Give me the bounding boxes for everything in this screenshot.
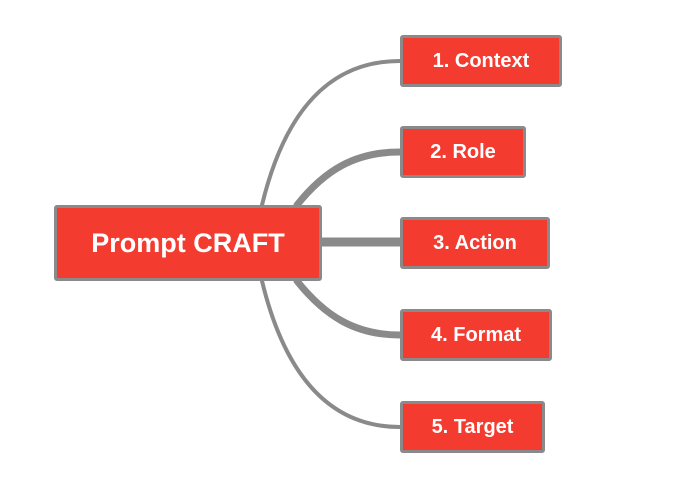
root-node-prompt-craft: Prompt CRAFT — [54, 205, 322, 281]
connector-target — [260, 279, 402, 429]
child-node-action: 3. Action — [400, 217, 550, 269]
child-node-label: 4. Format — [430, 323, 522, 346]
child-node-context: 1. Context — [400, 35, 562, 87]
connector-context — [260, 59, 402, 207]
child-node-label: 5. Target — [431, 415, 514, 438]
child-node-label: 2. Role — [430, 140, 496, 163]
connector-role — [293, 148, 404, 209]
child-node-format: 4. Format — [400, 309, 552, 361]
child-node-label: 3. Action — [433, 231, 517, 254]
child-node-target: 5. Target — [400, 401, 545, 453]
child-node-label: 1. Context — [432, 49, 530, 72]
connector-format — [293, 277, 404, 339]
child-node-role: 2. Role — [400, 126, 526, 178]
root-node-label: Prompt CRAFT — [91, 227, 285, 258]
